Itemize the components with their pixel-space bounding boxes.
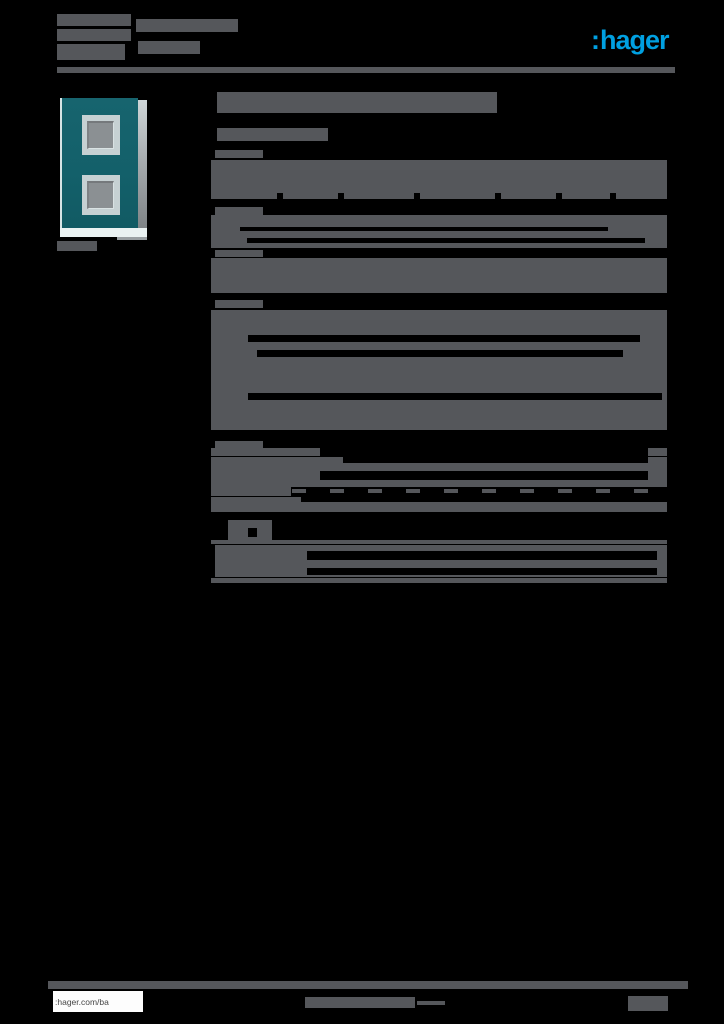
field-label xyxy=(211,487,291,496)
module-window-top-inner xyxy=(87,121,114,149)
redacted-text-bar xyxy=(520,489,534,493)
redacted-text-bar xyxy=(501,193,556,199)
redacted-text-bar xyxy=(211,342,667,350)
redacted-text-bar xyxy=(211,357,667,393)
module-window-top xyxy=(82,115,120,155)
image-caption xyxy=(57,241,97,251)
redacted-text-bar xyxy=(608,227,667,231)
redacted-text-bar xyxy=(211,497,301,502)
header-product-line-2 xyxy=(138,41,200,54)
description-paragraph xyxy=(211,160,667,193)
redacted-text-bar xyxy=(211,227,240,231)
redacted-text-bar xyxy=(596,489,610,493)
redacted-text-bar xyxy=(330,489,344,493)
redacted-text-bar xyxy=(211,502,667,512)
redacted-text-bar xyxy=(211,457,343,463)
doc-ref-line-3 xyxy=(57,44,125,60)
redacted-text-bar xyxy=(634,489,648,493)
redacted-text-bar xyxy=(211,335,248,342)
plate-side-shadow xyxy=(138,100,147,230)
module-window-bottom-inner xyxy=(87,181,114,209)
redacted-text-bar xyxy=(211,393,248,400)
doc-ref-line-1 xyxy=(57,14,131,26)
redacted-text-bar xyxy=(648,448,667,456)
redacted-text-bar xyxy=(307,575,667,577)
redacted-text-bar xyxy=(623,350,667,357)
footer-page-number xyxy=(628,996,668,1011)
hager-logo: :hager xyxy=(591,26,681,54)
logo-colon-mark: : xyxy=(591,25,600,55)
redacted-text-bar xyxy=(211,243,667,248)
plate-base-shadow xyxy=(117,237,147,240)
field-label xyxy=(215,441,263,449)
footer-center-text xyxy=(417,1001,445,1005)
redacted-text-bar xyxy=(368,489,382,493)
redacted-text-bar xyxy=(420,193,495,199)
redacted-text-bar xyxy=(211,480,667,487)
redacted-text-bar xyxy=(616,193,667,199)
redacted-text-bar xyxy=(662,393,667,400)
field-label-block xyxy=(215,545,307,577)
header-rule xyxy=(57,67,675,73)
redacted-text-bar xyxy=(344,193,414,199)
redacted-text-bar xyxy=(444,489,458,493)
redacted-text-bar xyxy=(283,193,338,199)
section-heading xyxy=(217,128,328,141)
table-bottom-rule xyxy=(211,578,667,583)
header-product-line-1 xyxy=(136,19,238,32)
redacted-text-bar xyxy=(558,489,572,493)
plate-base xyxy=(60,228,147,237)
field-label xyxy=(215,150,263,158)
page-title xyxy=(217,92,497,113)
checkbox-glyph xyxy=(248,528,257,537)
redacted-text-bar xyxy=(482,489,496,493)
redacted-text-bar xyxy=(211,215,667,227)
redacted-text-bar xyxy=(657,568,667,575)
redacted-text-bar xyxy=(406,489,420,493)
footer-website-box: :hager.com/ba xyxy=(53,991,143,1012)
redacted-text-bar xyxy=(307,560,667,568)
redacted-text-bar xyxy=(211,448,320,456)
redacted-text-bar xyxy=(211,310,667,335)
redacted-text-bar xyxy=(211,471,320,480)
footer-website-text: :hager.com/ba xyxy=(55,997,109,1007)
logo-text: hager xyxy=(600,25,670,55)
footer-center-text xyxy=(305,997,415,1008)
redacted-text-bar xyxy=(657,551,667,560)
field-label xyxy=(215,207,263,215)
redacted-text-bar xyxy=(211,400,667,430)
redacted-text-bar xyxy=(648,471,667,480)
redacted-text-bar xyxy=(562,193,610,199)
doc-ref-line-2 xyxy=(57,29,131,41)
redacted-text-bar xyxy=(307,545,667,551)
redacted-text-bar xyxy=(211,463,667,471)
redacted-text-bar xyxy=(645,238,667,243)
redacted-text-bar xyxy=(211,540,667,544)
redacted-text-bar xyxy=(648,457,667,463)
field-label xyxy=(215,300,263,308)
redacted-text-bar xyxy=(211,258,667,293)
redacted-text-bar xyxy=(211,238,247,243)
redacted-text-bar xyxy=(292,489,306,493)
redacted-text-bar xyxy=(211,231,667,238)
field-label xyxy=(215,250,263,257)
footer-rule xyxy=(48,981,688,989)
module-window-bottom xyxy=(82,175,120,215)
redacted-text-bar xyxy=(211,350,257,357)
redacted-text-bar xyxy=(211,193,277,199)
redacted-text-bar xyxy=(640,335,667,342)
